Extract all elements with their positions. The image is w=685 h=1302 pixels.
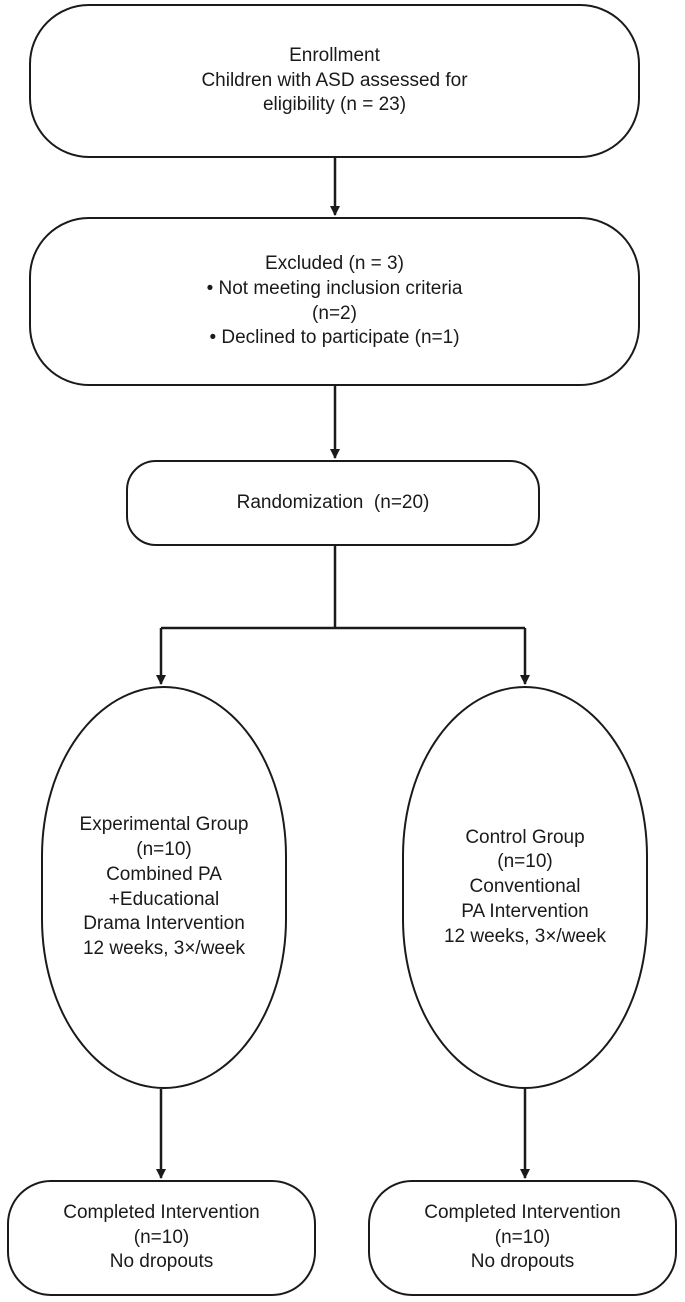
experimental-group-title: Experimental Group [79,814,249,836]
experimental-group-line-3: Combined PA [106,863,222,885]
control-group-node: Control Group (n=10) Conventional PA Int… [402,686,648,1089]
experimental-group-node: Experimental Group (n=10) Combined PA +E… [41,686,287,1089]
enrollment-title: Enrollment [289,44,380,66]
completed-experimental-count: (n=10) [133,1226,190,1248]
excluded-reason-1: • Not meeting inclusion criteria [206,277,463,299]
control-group-line-4: PA Intervention [461,900,589,922]
experimental-group-line-5: Drama Intervention [83,913,245,935]
excluded-reason-2: • Declined to participate (n=1) [209,327,460,349]
control-group-count: (n=10) [497,851,553,873]
control-group-schedule: 12 weeks, 3×/week [443,925,607,947]
control-group-title: Control Group [465,826,585,848]
excluded-title: Excluded (n = 3) [265,253,404,275]
control-group-line-3: Conventional [469,876,581,898]
randomization-label: Randomization (n=20) [236,491,430,513]
completed-experimental-title: Completed Intervention [63,1201,260,1223]
excluded-node: Excluded (n = 3) • Not meeting inclusion… [29,217,640,386]
completed-experimental-dropouts: No dropouts [109,1251,214,1273]
completed-control-dropouts: No dropouts [470,1251,575,1273]
experimental-group-count: (n=10) [136,839,192,861]
completed-control-title: Completed Intervention [424,1201,621,1223]
completed-experimental-node: Completed Intervention (n=10) No dropout… [7,1180,316,1296]
completed-control-count: (n=10) [494,1226,551,1248]
enrollment-line-2: Children with ASD assessed for [201,69,468,91]
experimental-group-schedule: 12 weeks, 3×/week [82,937,246,959]
excluded-reason-1-count: (n=2) [312,302,357,324]
completed-control-node: Completed Intervention (n=10) No dropout… [368,1180,677,1296]
randomization-node: Randomization (n=20) [126,460,540,546]
enrollment-line-3: eligibility (n = 23) [262,94,407,116]
experimental-group-line-4: +Educational [108,888,220,910]
enrollment-node: Enrollment Children with ASD assessed fo… [29,4,640,158]
